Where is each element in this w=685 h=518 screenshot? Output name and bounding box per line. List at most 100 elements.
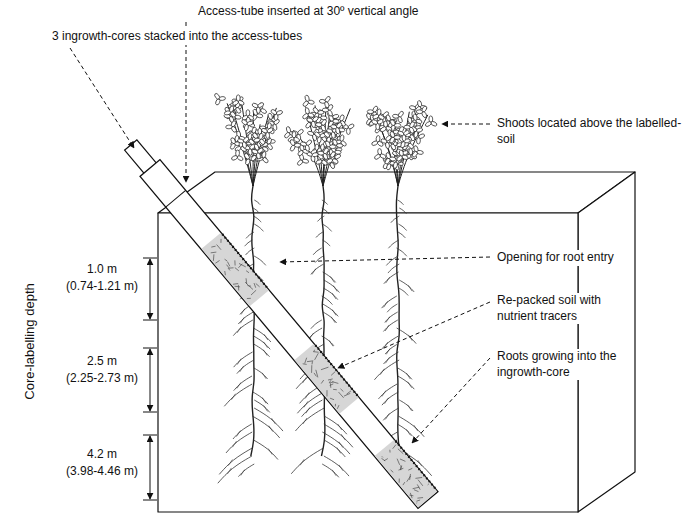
core-root (428, 484, 429, 485)
leaflet (229, 105, 234, 112)
leaflet (425, 121, 432, 128)
core-root (314, 373, 317, 377)
leaflet (416, 137, 420, 144)
fine-root (339, 442, 343, 448)
fine-root (237, 327, 241, 333)
leaflet-cluster (373, 148, 387, 161)
core-root (413, 485, 420, 491)
core-root (330, 397, 334, 401)
callout-label: Shoots located above the labelled-soil (495, 116, 685, 147)
core-joint (166, 190, 186, 207)
leaflet (235, 107, 242, 114)
leaflet (297, 128, 304, 135)
fine-root (303, 377, 307, 383)
core-root (381, 458, 385, 462)
lateral-root (322, 464, 339, 477)
lateral-root (238, 464, 254, 477)
leaflet (330, 145, 336, 152)
leaflet-cluster (392, 109, 405, 123)
leader-line (442, 124, 490, 125)
lateral-root (311, 320, 322, 329)
leaflet (267, 113, 273, 120)
core-root (334, 404, 337, 407)
core-root (311, 361, 314, 364)
leaflet (286, 126, 292, 133)
lateral-root (385, 344, 398, 354)
leaflet (377, 109, 381, 116)
leaflet-cluster (230, 148, 247, 165)
leaflet (397, 130, 404, 136)
tube-body (140, 160, 438, 509)
lateral-root (323, 304, 338, 316)
fine-root (236, 431, 240, 437)
core-root (236, 285, 241, 291)
fine-root (406, 373, 410, 379)
leaflet (305, 139, 312, 146)
leaflet (219, 96, 226, 101)
leaflet (304, 95, 309, 102)
core-root (396, 459, 402, 465)
fine-root (384, 301, 388, 307)
fine-root (232, 441, 236, 447)
lateral-root (322, 208, 329, 214)
lateral-root (399, 208, 406, 214)
lateral-root (386, 256, 398, 265)
lateral-root (246, 232, 254, 238)
leaflet-cluster (396, 126, 413, 143)
lateral-root (302, 400, 323, 417)
leaflet (374, 153, 381, 160)
fine-root (237, 359, 241, 365)
leaflet-cluster (370, 134, 387, 151)
lateral-root (322, 224, 331, 231)
leaflet-cluster (415, 103, 432, 119)
leaflet (331, 132, 336, 139)
core-root (245, 282, 248, 285)
core-root (247, 284, 251, 288)
fine-root (382, 391, 386, 397)
bracket-tick (143, 258, 157, 259)
core-root (228, 268, 230, 270)
lateral-root (383, 320, 397, 331)
leader-line (70, 48, 134, 148)
core-root (232, 260, 237, 265)
fine-root (300, 459, 304, 465)
core-root (320, 380, 324, 384)
fine-root (330, 277, 334, 283)
fine-root (231, 394, 235, 400)
fine-root (304, 401, 308, 407)
bracket-tick (143, 500, 157, 501)
lateral-root (219, 448, 252, 474)
fine-root (241, 309, 245, 315)
main-root (321, 186, 324, 456)
stem (323, 108, 350, 186)
leaflet (302, 158, 309, 163)
lateral-root (315, 256, 323, 263)
lateral-root (253, 216, 261, 222)
core-root (217, 245, 221, 250)
lateral-root (254, 368, 268, 379)
lateral-root (226, 432, 252, 453)
lateral-root (318, 216, 325, 221)
leaflet-cluster (370, 115, 387, 132)
core-root (233, 281, 238, 286)
leaflet (236, 150, 240, 157)
fine-root (240, 317, 244, 323)
fine-root (271, 418, 275, 424)
opening-line (396, 441, 436, 489)
fine-root (264, 405, 268, 411)
lateral-root (234, 376, 252, 391)
core-root (247, 296, 251, 300)
leaflet-cluster (248, 148, 264, 163)
fine-root (332, 309, 336, 315)
core-root (384, 458, 388, 461)
core-root (328, 380, 331, 383)
lateral-root (246, 248, 255, 255)
leaflet-cluster (289, 139, 300, 152)
core-root (211, 250, 217, 255)
leaflet-cluster (408, 144, 425, 161)
bracket-line (150, 259, 151, 319)
core-root (321, 365, 329, 372)
leaflet-cluster (362, 110, 379, 126)
core-root (402, 482, 405, 485)
lateral-root (322, 432, 350, 454)
